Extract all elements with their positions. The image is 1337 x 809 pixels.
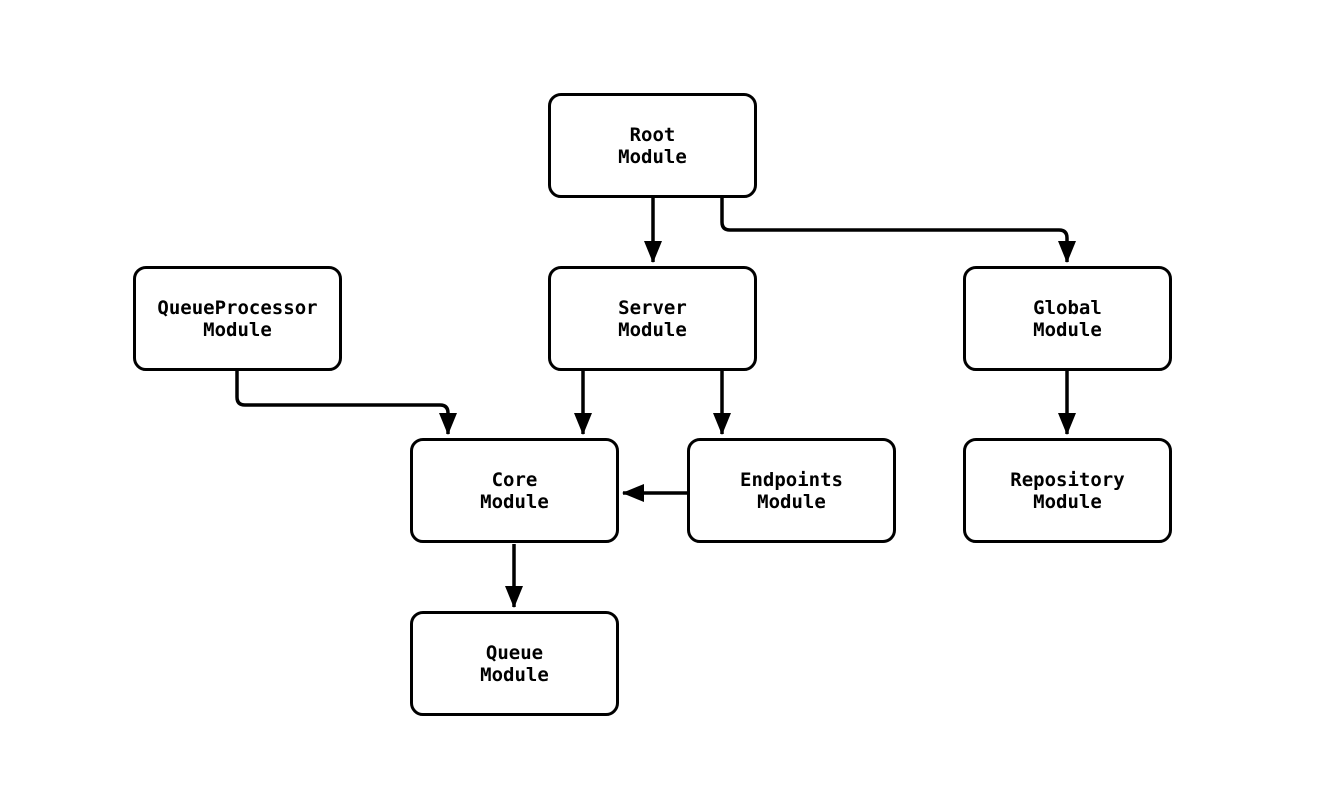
node-label-line: Server [618,296,687,319]
edge-queueprocessor-to-core [235,371,457,435]
node-repository-module: Repository Module [963,438,1172,543]
node-root-module: Root Module [548,93,757,198]
node-label-line: Queue [485,641,544,664]
node-label-line: Root [629,123,676,146]
node-server-module: Server Module [548,266,757,371]
node-label-line: Repository [1010,468,1125,491]
node-queue-module: Queue Module [410,611,619,716]
node-label-line: Module [480,663,549,686]
node-label-line: QueueProcessor [157,296,318,319]
node-label-line: Module [203,318,272,341]
node-global-module: Global Module [963,266,1172,371]
node-endpoints-module: Endpoints Module [687,438,896,543]
edge-root-to-global [720,198,1076,263]
node-queueprocessor-module: QueueProcessor Module [133,266,342,371]
node-label-line: Module [618,318,687,341]
node-core-module: Core Module [410,438,619,543]
node-label-line: Module [1033,490,1102,513]
node-label-line: Module [480,490,549,513]
node-label-line: Module [757,490,826,513]
node-label-line: Module [618,145,687,168]
node-label-line: Core [491,468,538,491]
node-label-line: Global [1033,296,1102,319]
node-label-line: Endpoints [740,468,843,491]
node-label-line: Module [1033,318,1102,341]
